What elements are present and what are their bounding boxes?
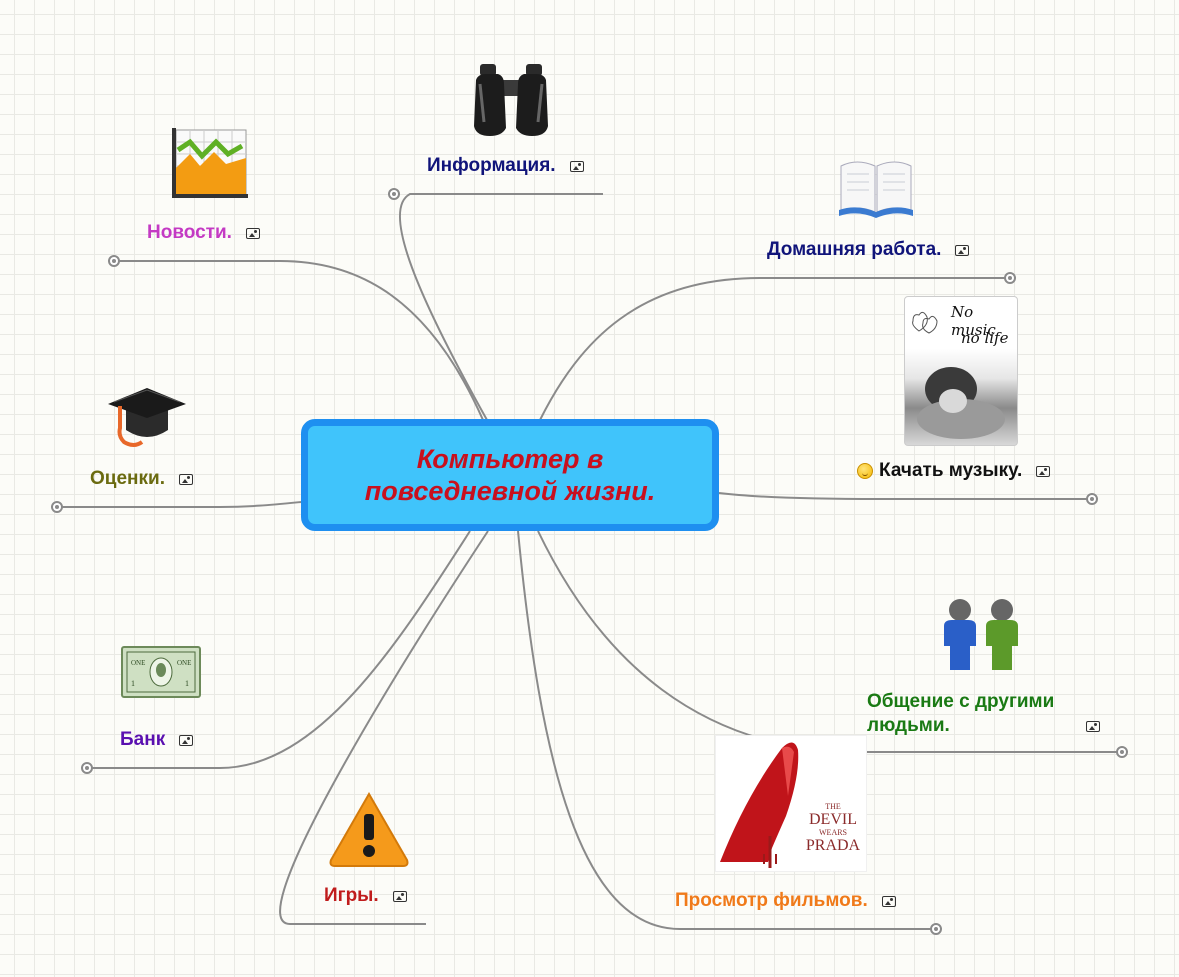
topic-news[interactable]: Новости. — [147, 221, 260, 245]
svg-text:1: 1 — [131, 679, 135, 688]
dollar-bill-icon: ONE ONE 1 1 — [121, 646, 201, 698]
topic-news-label: Новости. — [147, 222, 232, 243]
binoculars-icon — [474, 64, 548, 136]
connector-homework — [539, 277, 1010, 421]
topic-info-label: Информация. — [427, 155, 556, 176]
svg-text:ONE: ONE — [131, 659, 145, 667]
image-attachment-icon[interactable] — [178, 473, 193, 485]
topic-music[interactable]: Качать музыку. — [857, 459, 1051, 483]
connector-bank — [87, 530, 471, 769]
no-music-no-life-picture: No music no life — [904, 296, 1018, 446]
music-image-text-1: No music — [951, 303, 996, 339]
image-attachment-icon[interactable] — [1086, 721, 1100, 732]
connector-movies — [517, 530, 936, 930]
people-icon — [944, 599, 1018, 670]
svg-text:ONE: ONE — [177, 659, 191, 667]
connector-info — [398, 193, 603, 421]
topic-games-label: Игры. — [324, 885, 379, 906]
image-attachment-icon[interactable] — [392, 890, 407, 902]
topic-bank-label: Банк — [120, 729, 166, 750]
devil-wears-prada-poster: THE DEVIL WEARS PRADA — [715, 735, 867, 872]
central-topic-title: Компьютер в повседневной жизни. — [364, 444, 656, 506]
topic-homework[interactable]: Домашняя работа. — [767, 238, 970, 262]
topic-movies[interactable]: Просмотр фильмов. — [675, 889, 896, 913]
image-attachment-icon[interactable] — [881, 895, 896, 907]
image-attachment-icon[interactable] — [1036, 465, 1051, 477]
chart-icon — [172, 128, 248, 198]
book-icon — [839, 161, 913, 218]
connector-grades — [57, 501, 302, 508]
image-attachment-icon[interactable] — [179, 734, 194, 746]
music-image-text-2: no life — [961, 329, 1009, 347]
topic-info[interactable]: Информация. — [427, 154, 584, 178]
topic-games[interactable]: Игры. — [324, 884, 407, 908]
svg-text:1: 1 — [185, 679, 189, 688]
smiley-icon — [857, 463, 873, 479]
poster-title: THE DEVIL WEARS PRADA — [805, 802, 861, 854]
topic-bank[interactable]: Банк — [120, 728, 194, 752]
image-attachment-icon[interactable] — [245, 227, 260, 239]
connector-music — [718, 492, 1092, 500]
central-topic[interactable]: Компьютер в повседневной жизни. — [301, 419, 719, 531]
topic-homework-label: Домашняя работа. — [767, 239, 942, 260]
topic-communication-label: Общение с другими людьми. — [867, 691, 1055, 736]
warning-icon — [329, 791, 409, 867]
image-attachment-icon[interactable] — [569, 160, 584, 172]
image-attachment-icon[interactable] — [955, 244, 970, 256]
connector-news — [114, 260, 484, 421]
topic-grades-label: Оценки. — [90, 468, 165, 489]
topic-music-label: Качать музыку. — [879, 460, 1023, 481]
connector-games — [279, 530, 489, 925]
graduation-cap-icon — [108, 388, 186, 447]
topic-communication[interactable]: Общение с другими людьми. — [867, 690, 1100, 738]
topic-movies-label: Просмотр фильмов. — [675, 890, 868, 911]
topic-grades[interactable]: Оценки. — [90, 467, 193, 491]
